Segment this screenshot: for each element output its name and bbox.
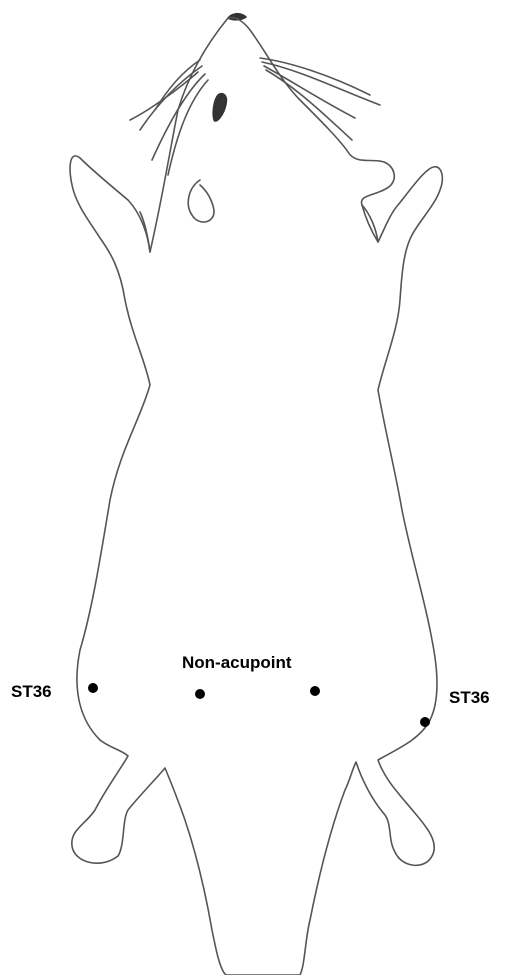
st36-left-point xyxy=(88,683,98,693)
mouth-icon xyxy=(188,180,214,222)
non-acupoint-left-point xyxy=(195,689,205,699)
eye-icon xyxy=(213,94,226,121)
body-outline xyxy=(70,18,442,975)
whiskers-icon xyxy=(130,58,380,175)
non-acupoint-right-point xyxy=(310,686,320,696)
front-left-paw-outline xyxy=(140,212,150,252)
non-acupoint-label: Non-acupoint xyxy=(182,654,292,671)
st36-right-point xyxy=(420,717,430,727)
st36-left-label: ST36 xyxy=(11,683,52,700)
st36-right-label: ST36 xyxy=(449,689,490,706)
